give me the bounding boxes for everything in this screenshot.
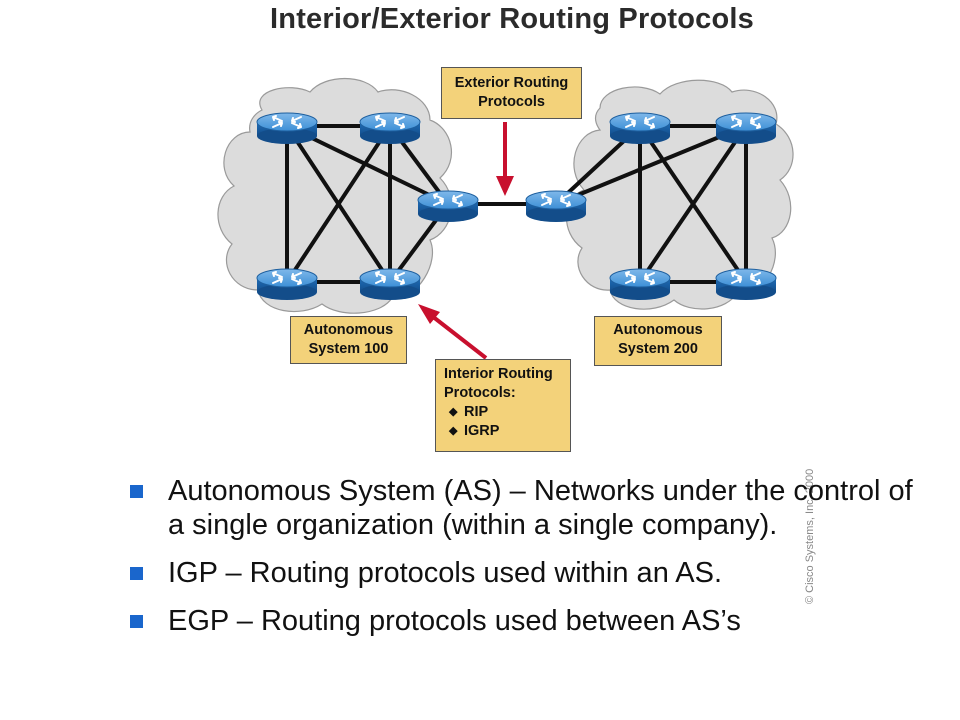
interior-callout-line2: Protocols: [444, 385, 516, 401]
interior-callout-line1: Interior Routing [444, 366, 553, 382]
interior-arrow-icon [418, 304, 488, 360]
exterior-arrow-icon [496, 122, 514, 196]
protocol-item-rip: RIP [449, 403, 570, 422]
exterior-callout-line1: Exterior Routing [454, 75, 569, 91]
router-icon [525, 190, 587, 223]
square-bullet-icon [130, 615, 143, 628]
as200-label-line2: System 200 [618, 341, 698, 357]
router-icon [359, 112, 421, 145]
bullet-text: IGP – Routing protocols used within an A… [168, 557, 723, 589]
router-icon [359, 268, 421, 301]
bullet-item: IGP – Routing protocols used within an A… [124, 556, 914, 590]
as100-label-line1: Autonomous [303, 322, 394, 338]
bullet-item: EGP – Routing protocols used between AS’… [124, 604, 914, 638]
network-diagram [217, 77, 794, 360]
interior-routing-callout: Interior Routing Protocols: RIP IGRP [435, 359, 571, 452]
square-bullet-icon [130, 485, 143, 498]
router-icon [609, 268, 671, 301]
router-icon [256, 112, 318, 145]
exterior-routing-callout: Exterior Routing Protocols [441, 67, 582, 119]
router-icon [417, 190, 479, 223]
router-icon [715, 112, 777, 145]
as200-label: Autonomous System 200 [594, 316, 722, 366]
square-bullet-icon [130, 567, 143, 580]
router-icon [256, 268, 318, 301]
as200-label-line1: Autonomous [613, 322, 703, 338]
bullet-text: EGP – Routing protocols used between AS’… [168, 605, 741, 637]
as100-label: Autonomous System 100 [290, 316, 407, 364]
router-icon [715, 268, 777, 301]
router-icon [609, 112, 671, 145]
bullet-item: Autonomous System (AS) – Networks under … [124, 474, 914, 542]
exterior-callout-line2: Protocols [478, 94, 545, 110]
protocol-item-igrp: IGRP [449, 422, 570, 441]
as100-label-line2: System 100 [308, 341, 389, 357]
bullet-list: Autonomous System (AS) – Networks under … [124, 474, 914, 652]
bullet-text: Autonomous System (AS) – Networks under … [168, 475, 913, 541]
interior-protocol-list: RIP IGRP [444, 403, 570, 441]
page-title: Interior/Exterior Routing Protocols [270, 3, 754, 35]
